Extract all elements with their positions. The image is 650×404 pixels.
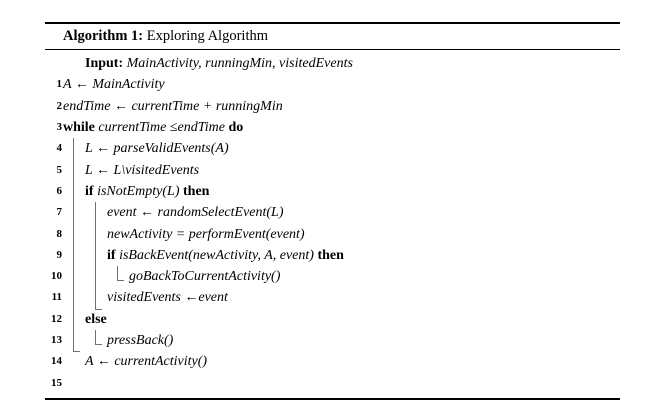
line-content-9: if isBackEvent(newActivity, A, event) th… <box>107 245 344 266</box>
algorithm-line-10: 10 goBackToCurrentActivity() <box>45 266 620 287</box>
l2-var: endTime <box>63 98 111 114</box>
line-number-2: 2 <box>56 99 63 112</box>
algorithm-line-3: 3 while currentTime ≤endTime do <box>45 117 620 138</box>
line-content-11: visitedEvents ←event <box>107 287 228 308</box>
l7-arrow: ← <box>140 205 155 221</box>
line-content-14: A ← currentActivity() <box>85 351 207 372</box>
line-content-8: newActivity = performEvent(event) <box>107 226 305 242</box>
l4-var: L <box>85 141 93 157</box>
l14-arrow: ← <box>96 354 111 370</box>
line-number-14: 14 <box>51 355 62 368</box>
algorithm-input-line: Input: MainActivity, runningMin, visited… <box>45 53 620 74</box>
keyword-then-2: then <box>317 247 344 263</box>
algorithm-line-8: 8 newActivity = performEvent(event) <box>45 224 620 245</box>
line-number-15: 15 <box>51 376 62 389</box>
l6-condition: isNotEmpty(L) <box>97 183 180 199</box>
l4-arrow: ← <box>96 141 111 157</box>
algorithm-caption-rule <box>45 48 620 51</box>
line-number-10: 10 <box>51 270 62 283</box>
algorithm-top-rule <box>45 22 620 24</box>
input-content: Input: MainActivity, runningMin, visited… <box>85 53 353 74</box>
l2-arrow: ← <box>113 98 128 114</box>
line-content-6: if isNotEmpty(L) then <box>85 181 209 202</box>
line-number-7: 7 <box>56 206 63 219</box>
algorithm-line-1: 1 A ← MainActivity <box>45 74 620 95</box>
line-content-1: A ← MainActivity <box>63 74 165 95</box>
l11-arrow: ← <box>184 290 199 306</box>
line-content-10: goBackToCurrentActivity() <box>129 269 281 285</box>
keyword-else: else <box>85 311 107 327</box>
algorithm-line-12: 12 else <box>45 309 620 330</box>
l1-value: MainActivity <box>92 77 165 93</box>
line-number-12: 12 <box>51 312 62 325</box>
algorithm-line-5: 5 L ← L\visitedEvents <box>45 160 620 181</box>
line-number-13: 13 <box>51 334 62 347</box>
line-number-8: 8 <box>56 227 63 240</box>
line-number-11: 11 <box>51 291 62 304</box>
algorithm-line-4: 4 L ← parseValidEvents(A) <box>45 138 620 159</box>
algorithm-caption-label: Algorithm 1: <box>63 27 144 44</box>
line-content-3: while currentTime ≤endTime do <box>63 117 243 138</box>
l14-value: currentActivity() <box>114 354 208 370</box>
line-number-4: 4 <box>56 142 63 155</box>
algorithm-line-7: 7 event ← randomSelectEvent(L) <box>45 202 620 223</box>
l5-var: L <box>85 162 93 178</box>
l1-arrow: ← <box>74 77 89 93</box>
keyword-then-1: then <box>183 183 210 199</box>
l14-var: A <box>85 354 94 370</box>
algorithm-line-14: 14 A ← currentActivity() <box>45 351 620 372</box>
line-content-7: event ← randomSelectEvent(L) <box>107 202 284 223</box>
line-content-4: L ← parseValidEvents(A) <box>85 138 229 159</box>
line-number-1: 1 <box>56 78 63 91</box>
algorithm-float: Algorithm 1: Exploring Algorithm Input: … <box>45 22 620 400</box>
keyword-if-1: if <box>85 183 94 199</box>
keyword-while: while <box>63 120 95 136</box>
algorithm-line-15: 15 <box>45 373 620 394</box>
line-content-2: endTime ← currentTime + runningMin <box>63 96 283 117</box>
l2-value: currentTime + runningMin <box>131 98 283 114</box>
algorithm-caption: Algorithm 1: Exploring Algorithm <box>45 24 620 49</box>
l11-var: visitedEvents <box>107 290 181 306</box>
l5-value: L\visitedEvents <box>113 162 200 178</box>
l11-value: event <box>198 290 228 306</box>
l3-condition: currentTime ≤endTime <box>98 120 225 136</box>
l1-var: A <box>63 77 72 93</box>
algorithm-caption-title: Exploring Algorithm <box>146 27 268 44</box>
algorithm-line-9: 9 if isBackEvent(newActivity, A, event) … <box>45 245 620 266</box>
l4-value: parseValidEvents(A) <box>113 141 229 157</box>
algorithm-line-11: 11 visitedEvents ←event <box>45 287 620 308</box>
l7-value: randomSelectEvent(L) <box>157 205 284 221</box>
line-number-5: 5 <box>56 163 63 176</box>
algorithm-bottom-rule <box>45 397 620 400</box>
line-content-12: else <box>85 309 107 330</box>
l9-condition: isBackEvent(newActivity, A, event) <box>119 247 314 263</box>
input-label: Input: <box>85 56 124 72</box>
line-content-5: L ← L\visitedEvents <box>85 160 199 181</box>
algorithm-line-6: 6 if isNotEmpty(L) then <box>45 181 620 202</box>
algorithm-line-13: 13 pressBack() <box>45 330 620 351</box>
algorithm-line-2: 2 endTime ← currentTime + runningMin <box>45 96 620 117</box>
keyword-if-2: if <box>107 247 116 263</box>
input-args: MainActivity, runningMin, visitedEvents <box>126 56 353 72</box>
line-content-13: pressBack() <box>107 333 174 349</box>
line-number-6: 6 <box>56 184 63 197</box>
line-number-9: 9 <box>56 248 63 261</box>
l5-arrow: ← <box>96 162 111 178</box>
line-number-3: 3 <box>56 121 63 134</box>
l7-var: event <box>107 205 137 221</box>
algorithm-body: Input: MainActivity, runningMin, visited… <box>45 50 620 398</box>
keyword-do: do <box>228 120 244 136</box>
